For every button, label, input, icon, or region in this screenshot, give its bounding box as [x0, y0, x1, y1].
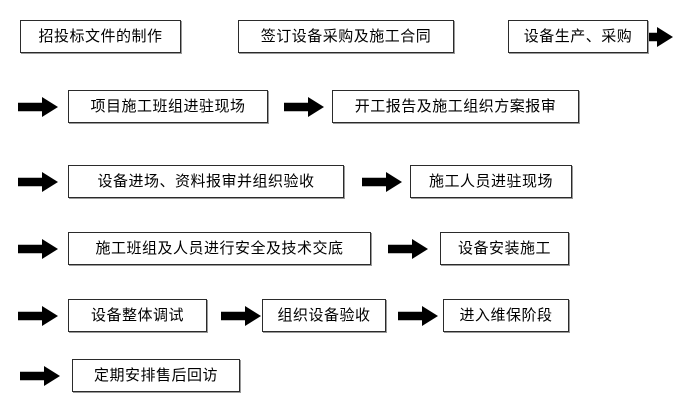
flow-node[interactable]: 施工班组及人员进行安全及技术交底	[68, 232, 371, 265]
flow-node-label: 招投标文件的制作	[38, 27, 163, 45]
flow-arrow-right	[18, 97, 58, 117]
flow-node-label: 施工班组及人员进行安全及技术交底	[95, 239, 344, 257]
flow-node[interactable]: 设备生产、采购	[508, 20, 648, 53]
flow-arrow-right	[221, 306, 261, 326]
flow-node-label: 设备进场、资料报审并组织验收	[97, 172, 315, 190]
flow-node[interactable]: 进入维保阶段	[443, 299, 569, 332]
flow-node[interactable]: 施工人员进驻现场	[410, 165, 572, 198]
flow-node-label: 项目施工班组进驻现场	[90, 97, 246, 115]
flow-node-label: 开工报告及施工组织方案报审	[354, 97, 557, 115]
flow-node-label: 定期安排售后回访	[93, 366, 218, 384]
flow-node[interactable]: 招投标文件的制作	[20, 20, 181, 53]
flow-node-label: 组织设备验收	[277, 306, 371, 324]
flow-node-label: 签订设备采购及施工合同	[260, 27, 432, 45]
flow-arrow-right	[398, 306, 438, 326]
flow-node-label: 设备安装施工	[457, 239, 551, 257]
flow-arrow-right	[20, 366, 60, 386]
flow-node[interactable]: 签订设备采购及施工合同	[238, 20, 454, 53]
flow-node[interactable]: 组织设备验收	[262, 299, 386, 332]
flow-arrow-right	[18, 239, 58, 259]
flow-arrow-right	[18, 172, 58, 192]
flow-node-label: 进入维保阶段	[459, 306, 553, 324]
flow-node[interactable]: 项目施工班组进驻现场	[68, 90, 268, 123]
flow-node-label: 施工人员进驻现场	[428, 172, 553, 190]
flow-node[interactable]: 设备安装施工	[440, 232, 569, 265]
flow-arrow-right	[362, 172, 402, 192]
flow-node[interactable]: 设备进场、资料报审并组织验收	[68, 165, 344, 198]
flow-arrow-right	[18, 306, 58, 326]
flow-arrow-right	[649, 27, 673, 47]
flow-arrow-right	[388, 239, 428, 259]
flow-node[interactable]: 定期安排售后回访	[72, 359, 240, 392]
flow-node[interactable]: 开工报告及施工组织方案报审	[332, 90, 579, 123]
flow-arrow-right	[284, 97, 324, 117]
flow-node-label: 设备整体调试	[90, 306, 184, 324]
flow-node-label: 设备生产、采购	[523, 27, 633, 45]
flow-node[interactable]: 设备整体调试	[68, 299, 207, 332]
